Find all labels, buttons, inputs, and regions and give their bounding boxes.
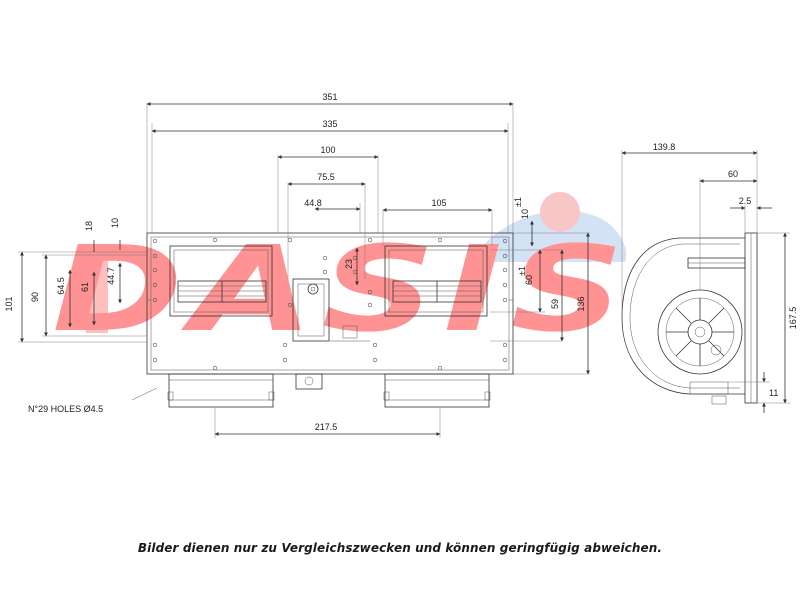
- dim-139-8: 139.8: [653, 142, 676, 152]
- dim-167-5: 167.5: [788, 307, 798, 330]
- motor-center: [292, 278, 370, 390]
- dim-351: 351: [322, 92, 337, 102]
- dim-10: 10: [110, 218, 120, 228]
- dim-101: 101: [4, 296, 14, 311]
- front-vertical-dimensions: 101 90 64.5 61 44.7 18 10 23: [4, 218, 359, 343]
- front-right-dimensions: 10 ±1 60 ±1 59 136: [490, 197, 590, 375]
- dim-217-5: 217.5: [315, 422, 338, 432]
- dim-23: 23: [344, 259, 354, 269]
- dim-59: 59: [550, 299, 560, 309]
- right-blower-housing: [383, 245, 491, 408]
- watermark-side-tag: [86, 255, 108, 333]
- dim-75-5: 75.5: [317, 172, 335, 182]
- dim-side-60: 60: [728, 169, 738, 179]
- watermark-sun-shape: [540, 192, 580, 232]
- disclaimer-caption: Bilder dienen nur zu Vergleichszwecken u…: [137, 541, 663, 555]
- watermark-text: DASIS: [52, 220, 632, 358]
- front-horizontal-dimensions: 351 335 100 75.5 44.8 105 217.5: [146, 92, 514, 438]
- dim-10-tolerance-sup: ±1: [513, 197, 523, 207]
- dim-60: 60: [524, 275, 534, 285]
- dim-90: 90: [30, 292, 40, 302]
- dim-136: 136: [576, 296, 586, 311]
- dim-105: 105: [431, 198, 446, 208]
- dim-18: 18: [84, 221, 94, 231]
- dim-60-tolerance: ±1: [517, 266, 527, 276]
- dim-100: 100: [320, 145, 335, 155]
- mounting-plate: [146, 232, 514, 375]
- dim-11: 11: [769, 388, 778, 398]
- blower-side-view: 139.8 60 2.5 167.5 11: [621, 142, 798, 413]
- dim-335: 335: [322, 119, 337, 129]
- left-blower-housing: [167, 245, 275, 408]
- dim-64-5: 64.5: [56, 277, 66, 295]
- dim-61: 61: [80, 282, 90, 292]
- blower-front-view: 351 335 100 75.5 44.8 105 217.5 101 90: [4, 92, 590, 438]
- dim-44-7: 44.7: [106, 267, 116, 285]
- side-dimensions: 139.8 60 2.5 167.5 11: [621, 142, 798, 413]
- dim-44-8: 44.8: [304, 198, 322, 208]
- dim-10-tolerance: 10: [520, 209, 530, 219]
- dasis-watermark-logo: DASIS: [52, 192, 632, 358]
- dim-2-5: 2.5: [739, 196, 752, 206]
- holes-note: N°29 HOLES Ø4.5: [28, 404, 103, 414]
